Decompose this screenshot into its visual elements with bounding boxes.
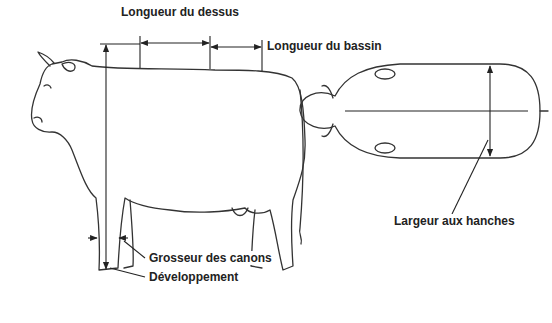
dimension-arrow [105,45,106,269]
cow-top-tail [540,110,548,111]
dimension-arrow [141,42,209,43]
leader-line [124,241,145,258]
tick-line [209,36,210,69]
dimension-label: Grosseur des canons [148,251,273,265]
dimension-arrow [88,237,97,238]
cow-side-outline [32,60,306,270]
dimension-label: Longueur du bassin [266,39,383,53]
dimension-arrow [211,46,261,47]
cow-muzzle [34,117,42,122]
dimension-label: Longueur du dessus [120,5,240,19]
cow-top-ears [322,86,333,137]
tick-line [139,36,140,68]
cow-top-outline [300,64,540,158]
spine-line [345,110,528,111]
leader-line [452,140,488,214]
dimension-arrow [489,66,490,156]
cow-ear [62,62,75,71]
dimension-arrow [119,237,128,238]
dimension-label: Développement [148,270,239,284]
cow-udder [232,208,248,216]
cow-horn [38,52,54,66]
tick-line [100,43,140,44]
leader-line [110,268,145,277]
dimension-label: Largeur aux hanches [393,214,516,228]
cow-top-shoulder [375,143,395,153]
tick-line [261,40,262,71]
cow-eye [44,85,51,88]
cow-top-shoulder [375,69,395,79]
